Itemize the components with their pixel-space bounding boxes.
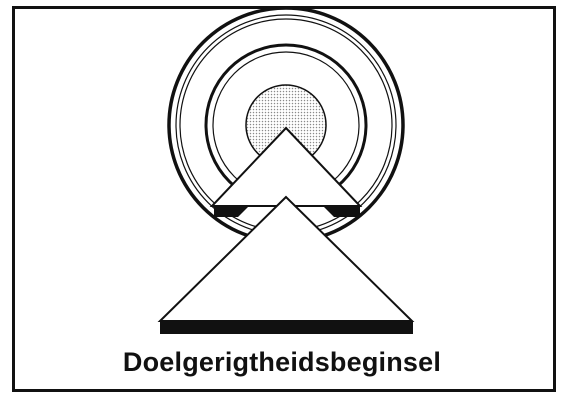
lower-arrow-triangle (160, 197, 413, 334)
left-shoulder-bar (214, 206, 249, 217)
base-bar (160, 321, 413, 334)
right-shoulder-bar (323, 206, 360, 217)
caption-title: Doelgerigtheidsbeginsel (0, 344, 564, 380)
